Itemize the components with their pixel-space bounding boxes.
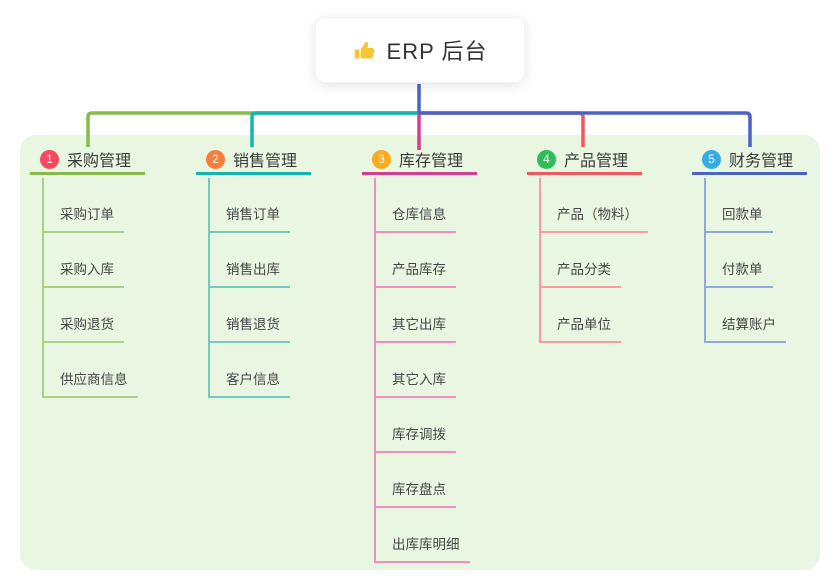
child-node-label: 出库库明细 [392,537,460,552]
branch-number-badge: 2 [206,149,225,169]
child-node-item[interactable]: 客户信息 [208,368,290,398]
thumbs-up-icon [354,41,374,59]
child-node: 供应商信息 [42,343,138,398]
branch-children-4: 产品（物料） 产品分类产品单位 [539,178,648,343]
child-node: 客户信息 [208,343,290,398]
child-node-label: 销售出库 [226,262,280,277]
branch-panel [20,135,820,570]
branch-number-badge: 5 [702,149,721,169]
child-node-label: 客户信息 [226,372,280,387]
child-node-item[interactable]: 仓库信息 [374,203,456,233]
child-node-label: 库存调拨 [392,427,446,442]
child-node-item[interactable]: 采购订单 [42,203,124,233]
child-node: 采购入库 [42,233,138,288]
child-node-label: 销售退货 [226,317,280,332]
branch-children-5: 回款单付款单结算账户 [704,178,786,343]
child-node-item[interactable]: 供应商信息 [42,368,138,398]
child-node-label: 采购订单 [60,207,114,222]
child-node: 结算账户 [704,288,786,343]
child-node: 出库库明细 [374,508,470,563]
child-node: 产品库存 [374,233,470,288]
child-node: 采购订单 [42,178,138,233]
child-node: 其它入库 [374,343,470,398]
child-node-label: 销售订单 [226,207,280,222]
child-node-item[interactable]: 其它入库 [374,368,456,398]
child-node-label: 付款单 [722,262,763,277]
child-node-label: 产品单位 [557,317,611,332]
child-node-label: 其它出库 [392,317,446,332]
child-node-item[interactable]: 采购退货 [42,313,124,343]
child-node: 库存盘点 [374,453,470,508]
branch-topic-label: 销售管理 [233,153,298,170]
child-node-label: 产品分类 [557,262,611,277]
child-node-item[interactable]: 产品单位 [539,313,621,343]
branch-topic-label: 库存管理 [399,153,464,170]
branch-number-badge: 1 [40,149,59,169]
child-node: 产品（物料） [539,178,648,233]
child-node-item[interactable]: 付款单 [704,258,773,288]
branch-number-badge: 3 [372,149,391,169]
child-node-item[interactable]: 产品分类 [539,258,621,288]
child-node: 销售订单 [208,178,290,233]
child-node-item[interactable]: 回款单 [704,203,773,233]
branch-topic-label: 财务管理 [729,153,794,170]
child-node-item[interactable]: 销售退货 [208,313,290,343]
branch-children-1: 采购订单采购入库采购退货供应商信息 [42,178,138,398]
child-node: 其它出库 [374,288,470,343]
child-node: 付款单 [704,233,786,288]
child-node: 回款单 [704,178,786,233]
child-node-label: 结算账户 [722,317,776,332]
child-node-label: 产品库存 [392,262,446,277]
root-node-label: ERP 后台 [386,39,488,64]
child-node-item[interactable]: 库存调拨 [374,423,456,453]
branch-children-2: 销售订单销售出库销售退货客户信息 [208,178,290,398]
child-node-label: 回款单 [722,207,763,222]
branch-children-3: 仓库信息产品库存其它出库其它入库库存调拨库存盘点出库库明细 [374,178,470,563]
child-node: 销售出库 [208,233,290,288]
branch-number-badge: 4 [537,149,556,169]
child-node: 仓库信息 [374,178,470,233]
child-node: 产品单位 [539,288,648,343]
child-node-item[interactable]: 销售订单 [208,203,290,233]
child-node-label: 采购入库 [60,262,114,277]
root-node[interactable]: ERP 后台 [315,17,525,83]
child-node-item[interactable]: 出库库明细 [374,533,470,563]
branch-topic-2[interactable]: 2 销售管理 [196,146,311,175]
child-node-label: 仓库信息 [392,207,446,222]
child-node: 销售退货 [208,288,290,343]
child-node-label: 产品（物料） [557,207,638,222]
child-node-item[interactable]: 产品库存 [374,258,456,288]
branch-topic-3[interactable]: 3 库存管理 [362,146,477,175]
branch-topic-label: 产品管理 [564,153,629,170]
child-node-item[interactable]: 采购入库 [42,258,124,288]
child-node-item[interactable]: 销售出库 [208,258,290,288]
branch-topic-4[interactable]: 4 产品管理 [527,146,642,175]
branch-spine-line [42,178,44,398]
branch-spine-line [704,178,706,343]
branch-topic-5[interactable]: 5 财务管理 [692,146,807,175]
child-node-label: 库存盘点 [392,482,446,497]
child-node-item[interactable]: 结算账户 [704,313,786,343]
child-node-label: 供应商信息 [60,372,128,387]
branch-spine-line [539,178,541,343]
child-node-item[interactable]: 产品（物料） [539,203,648,233]
branch-topic-1[interactable]: 1 采购管理 [30,146,145,175]
branch-spine-line [374,178,376,563]
child-node-item[interactable]: 库存盘点 [374,478,456,508]
branch-spine-line [208,178,210,398]
child-node-item[interactable]: 其它出库 [374,313,456,343]
branch-topic-label: 采购管理 [67,153,132,170]
child-node-label: 采购退货 [60,317,114,332]
child-node-label: 其它入库 [392,372,446,387]
child-node: 产品分类 [539,233,648,288]
child-node: 库存调拨 [374,398,470,453]
child-node: 采购退货 [42,288,138,343]
